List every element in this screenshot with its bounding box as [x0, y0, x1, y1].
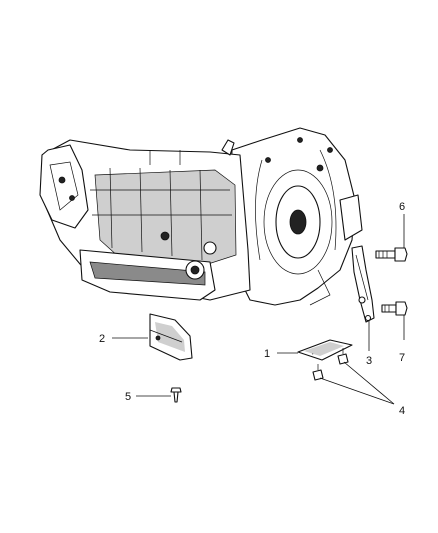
callout-labels: 1 2 3 4 5 6 7 [99, 201, 405, 417]
transmission-assembly [39, 127, 363, 306]
bolt-lower [381, 301, 408, 316]
push-pin [170, 387, 182, 403]
leader-lines [112, 214, 405, 405]
leader-4a [319, 377, 395, 405]
callout-2: 2 [99, 333, 105, 345]
callout-1: 1 [264, 348, 270, 360]
bolt-upper [375, 247, 408, 262]
callout-7: 7 [399, 352, 405, 364]
nut-pair [312, 348, 349, 381]
callout-6: 6 [399, 201, 405, 213]
leader-4b [343, 361, 395, 405]
callout-5: 5 [125, 391, 131, 403]
support-bracket [351, 245, 375, 323]
heat-shield [149, 313, 193, 361]
callout-4: 4 [399, 405, 405, 417]
callout-3: 3 [366, 355, 372, 367]
shield-plate [297, 339, 353, 361]
